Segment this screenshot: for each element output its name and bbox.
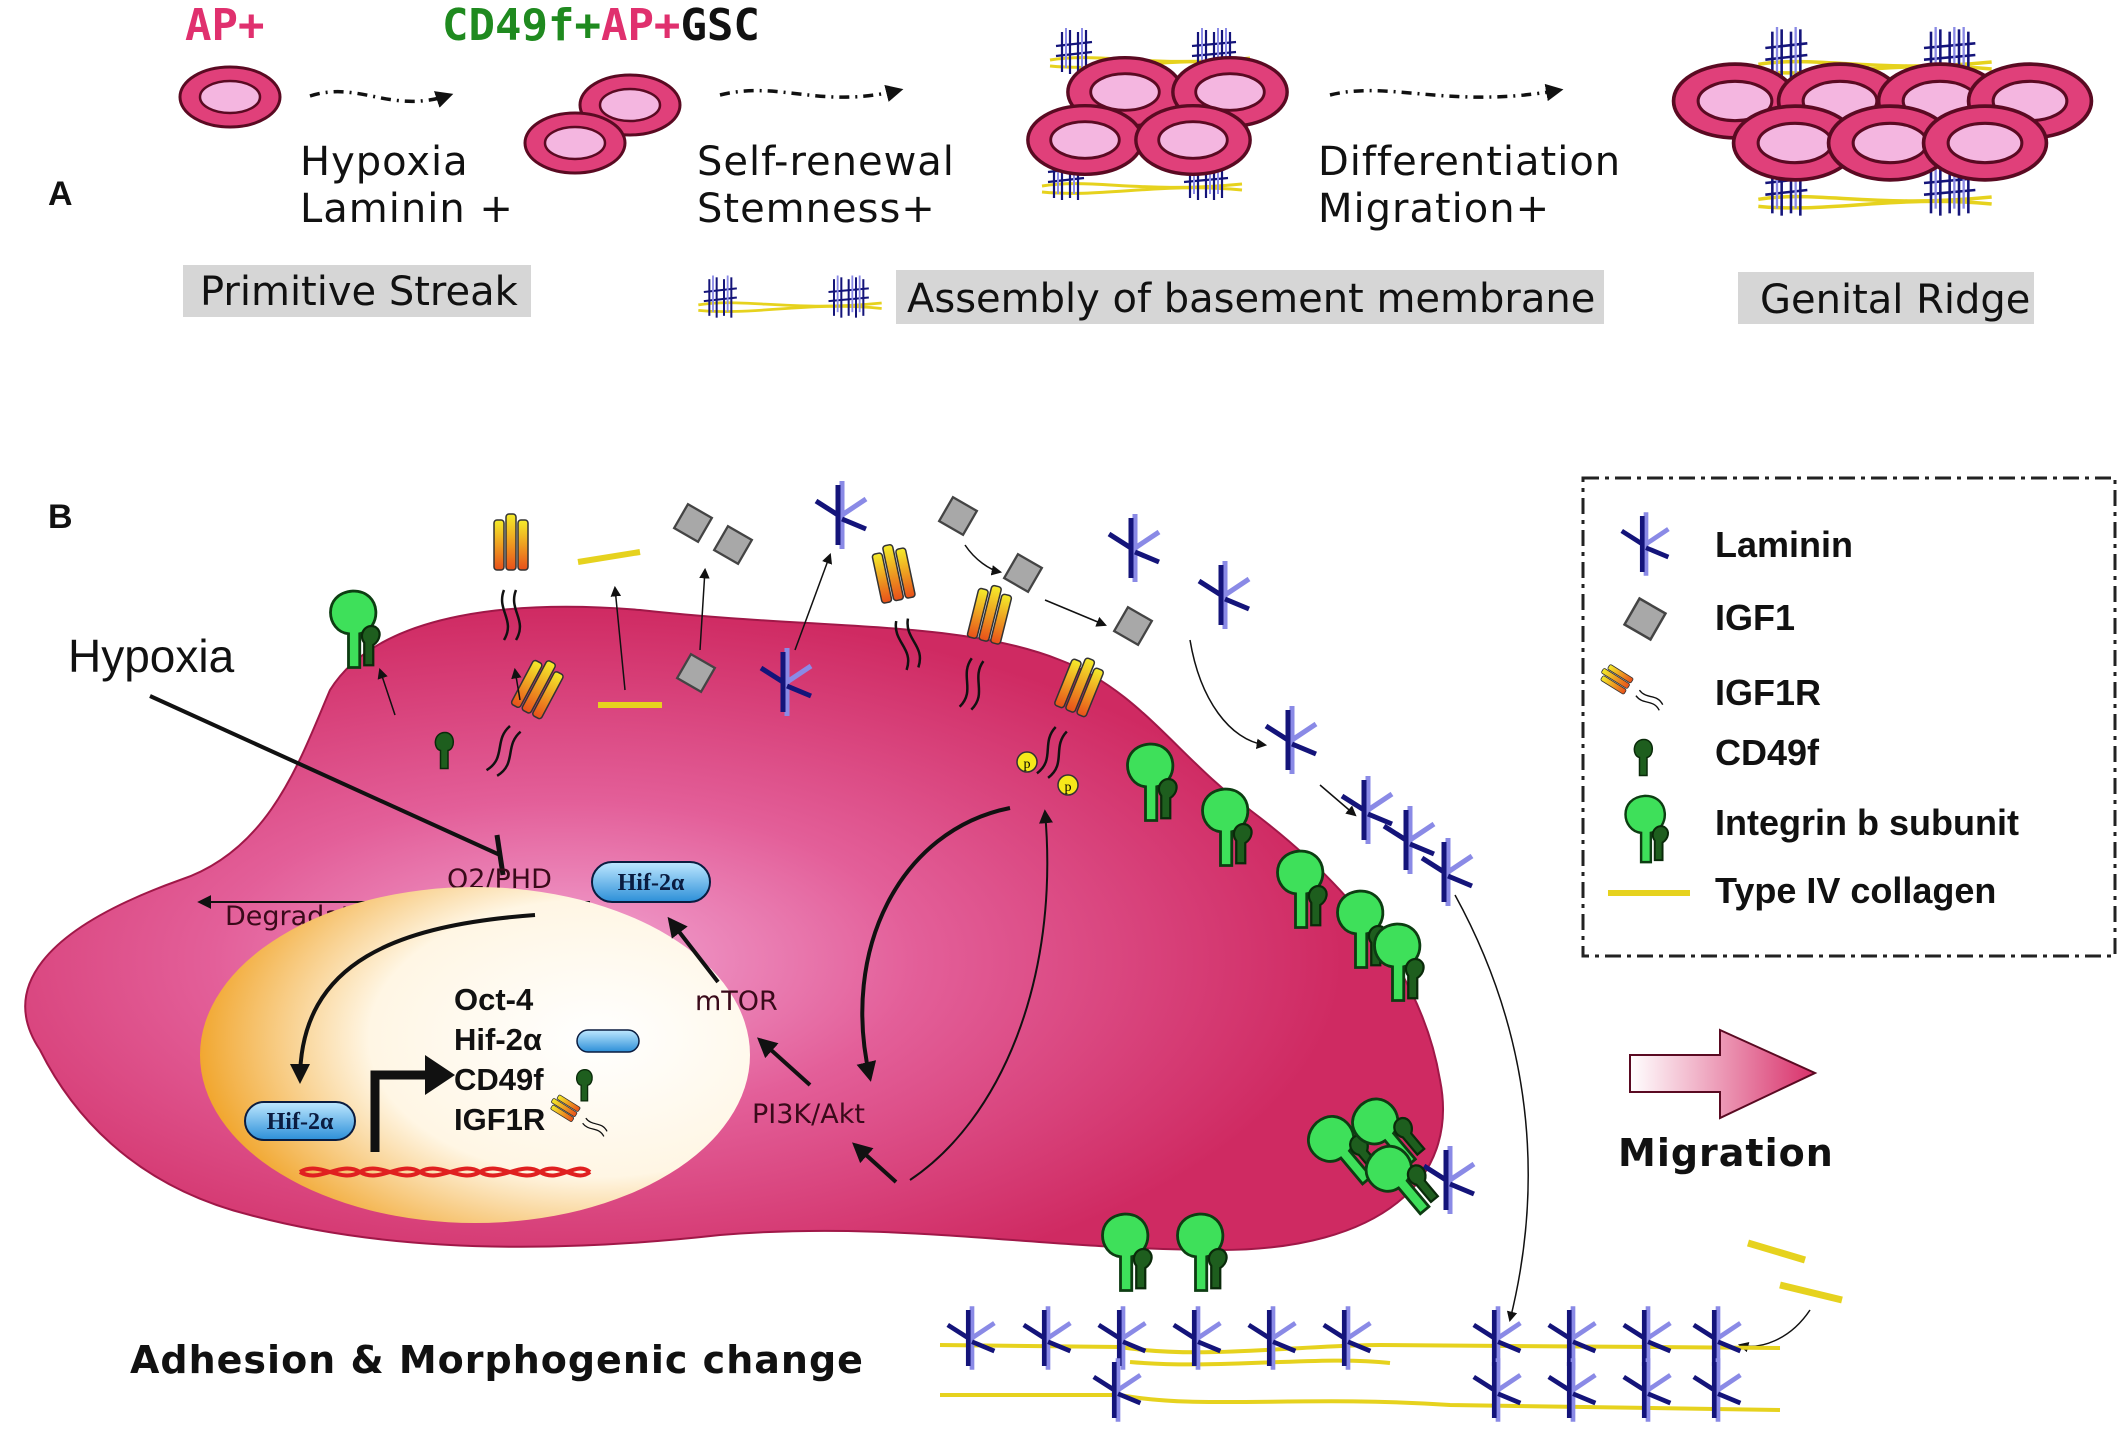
igf1-diamond-icon <box>1112 605 1154 647</box>
adhesion-label: Adhesion & Morphogenic change <box>130 1338 864 1382</box>
igf1-arrow <box>1044 599 1107 627</box>
legend-cd49f-label: CD49f <box>1715 732 1820 773</box>
laminin-arrow <box>1319 784 1357 817</box>
step1-line2: Laminin + <box>300 186 514 232</box>
laminin-icon <box>816 481 866 549</box>
stage-box-primitive <box>183 265 531 317</box>
germ-cell-icon <box>523 111 627 175</box>
feedback-arrow <box>909 809 1053 1181</box>
cd49f-marker: CD49f+ <box>442 0 601 51</box>
integrin-icon <box>1101 1212 1154 1292</box>
pi3k-akt-label: PI3K/Akt <box>752 1099 865 1130</box>
step2-line2: Stemness+ <box>697 186 936 232</box>
migration-label: Migration <box>1618 1131 1834 1175</box>
igf1r-signal-arrow <box>856 806 1011 1082</box>
igf1-diamond-icon <box>712 524 754 566</box>
stage-box-basement <box>896 270 1604 324</box>
legend-integrin-label: Integrin b subunit <box>1715 802 2019 843</box>
mtor-label: mTOR <box>695 986 778 1017</box>
ap-marker-2: AP+ <box>601 0 680 51</box>
step2-line1: Self-renewal <box>697 139 955 185</box>
collagen-icon <box>1779 1281 1843 1304</box>
phospho-icon <box>1057 774 1079 796</box>
stage-genital-ridge: Genital Ridge <box>1760 277 2030 323</box>
cd49f-ap-gsc-label: CD49f+AP+GSC <box>442 0 760 51</box>
laminin-arrow <box>1189 639 1268 750</box>
collagen-arrow <box>1737 1309 1811 1353</box>
germ-cell-icon <box>1134 103 1252 177</box>
laminin-icon <box>1266 706 1316 774</box>
hypoxia-inhibition-line <box>149 694 501 857</box>
legend-collagen-label: Type IV collagen <box>1715 870 1996 911</box>
hif2a-protein-icon <box>244 1101 356 1141</box>
secretion-arrow <box>610 585 626 691</box>
phospho-label: p <box>1065 780 1072 795</box>
basement-membrane-assembly <box>939 1306 1781 1421</box>
gene-hif2a: Hif-2α <box>454 1022 542 1057</box>
stage-arrow-3 <box>1329 83 1564 102</box>
germ-cell-icon <box>1026 103 1144 177</box>
mtor-to-hif-arrow <box>667 916 720 984</box>
panel-b-label: B <box>48 498 73 536</box>
step1-line1: Hypoxia <box>300 139 469 185</box>
gsc-marker: GSC <box>680 0 759 51</box>
laminin-to-bm-arrow <box>1454 894 1529 1323</box>
basement-membrane-icon <box>696 274 884 320</box>
igf1-diamond-icon <box>937 495 979 537</box>
germ-cell-icon <box>178 65 282 129</box>
igf1-diamond-icon <box>672 502 714 544</box>
panel-a-label: A <box>48 175 73 213</box>
integrin-icon <box>1176 1212 1229 1292</box>
step3-line2: Migration+ <box>1318 186 1550 232</box>
stage-basement-membrane: Assembly of basement membrane <box>907 276 1595 322</box>
stage-primitive-streak: Primitive Streak <box>200 269 519 315</box>
collagen-icon <box>1746 1239 1807 1264</box>
transcription-arrowhead <box>425 1055 455 1095</box>
hif2a-nuclear-label: Hif-2α <box>267 1109 334 1135</box>
surface-transport-arrow <box>511 667 522 701</box>
legend-igf1-label: IGF1 <box>1715 597 1795 638</box>
germ-cell-icon <box>1921 104 2049 182</box>
hif2a-protein-icon <box>591 861 711 903</box>
secretion-arrow <box>794 553 833 651</box>
laminin-icon <box>1422 838 1472 906</box>
stage-arrow-1 <box>309 90 454 108</box>
phospho-icon <box>1016 751 1038 773</box>
transcription-arrow <box>370 1070 430 1152</box>
inhibition-bar <box>494 834 506 876</box>
nuclear-translocation-arrow <box>290 913 536 1084</box>
migration-arrow-icon <box>1629 1028 1818 1120</box>
ap-marker-label: AP+ <box>185 0 264 51</box>
gene-cd49f: CD49f <box>454 1062 544 1097</box>
legend-box <box>1581 476 2117 958</box>
igf1-diamond-icon <box>1002 552 1044 594</box>
legend-igf1r-label: IGF1R <box>1715 672 1821 713</box>
stage-arrow-2 <box>719 84 904 102</box>
surface-transport-arrow <box>377 668 396 716</box>
phospho-label: p <box>1024 757 1031 772</box>
gene-oct4: Oct-4 <box>454 982 534 1017</box>
hif2a-cytoplasm-label: Hif-2α <box>618 870 685 896</box>
stage-box-genital <box>1738 272 2034 324</box>
to-pi3k-arrow <box>852 1142 898 1184</box>
laminin-icon <box>1109 514 1159 582</box>
legend-laminin-label: Laminin <box>1715 524 1853 565</box>
dna-strand-icon <box>298 1166 592 1178</box>
laminin-icon <box>1199 561 1249 629</box>
integrin-icon <box>329 589 382 669</box>
secretion-arrow <box>699 567 710 651</box>
step3-line1: Differentiation <box>1318 139 1621 185</box>
igf1-arrow <box>964 544 1003 576</box>
collagen-icon <box>577 549 641 565</box>
pi3k-to-mtor-arrow <box>757 1037 812 1087</box>
gene-igf1r: IGF1R <box>454 1102 545 1137</box>
hypoxia-label: Hypoxia <box>68 630 235 682</box>
hif2a-gene-icon <box>576 1029 640 1053</box>
